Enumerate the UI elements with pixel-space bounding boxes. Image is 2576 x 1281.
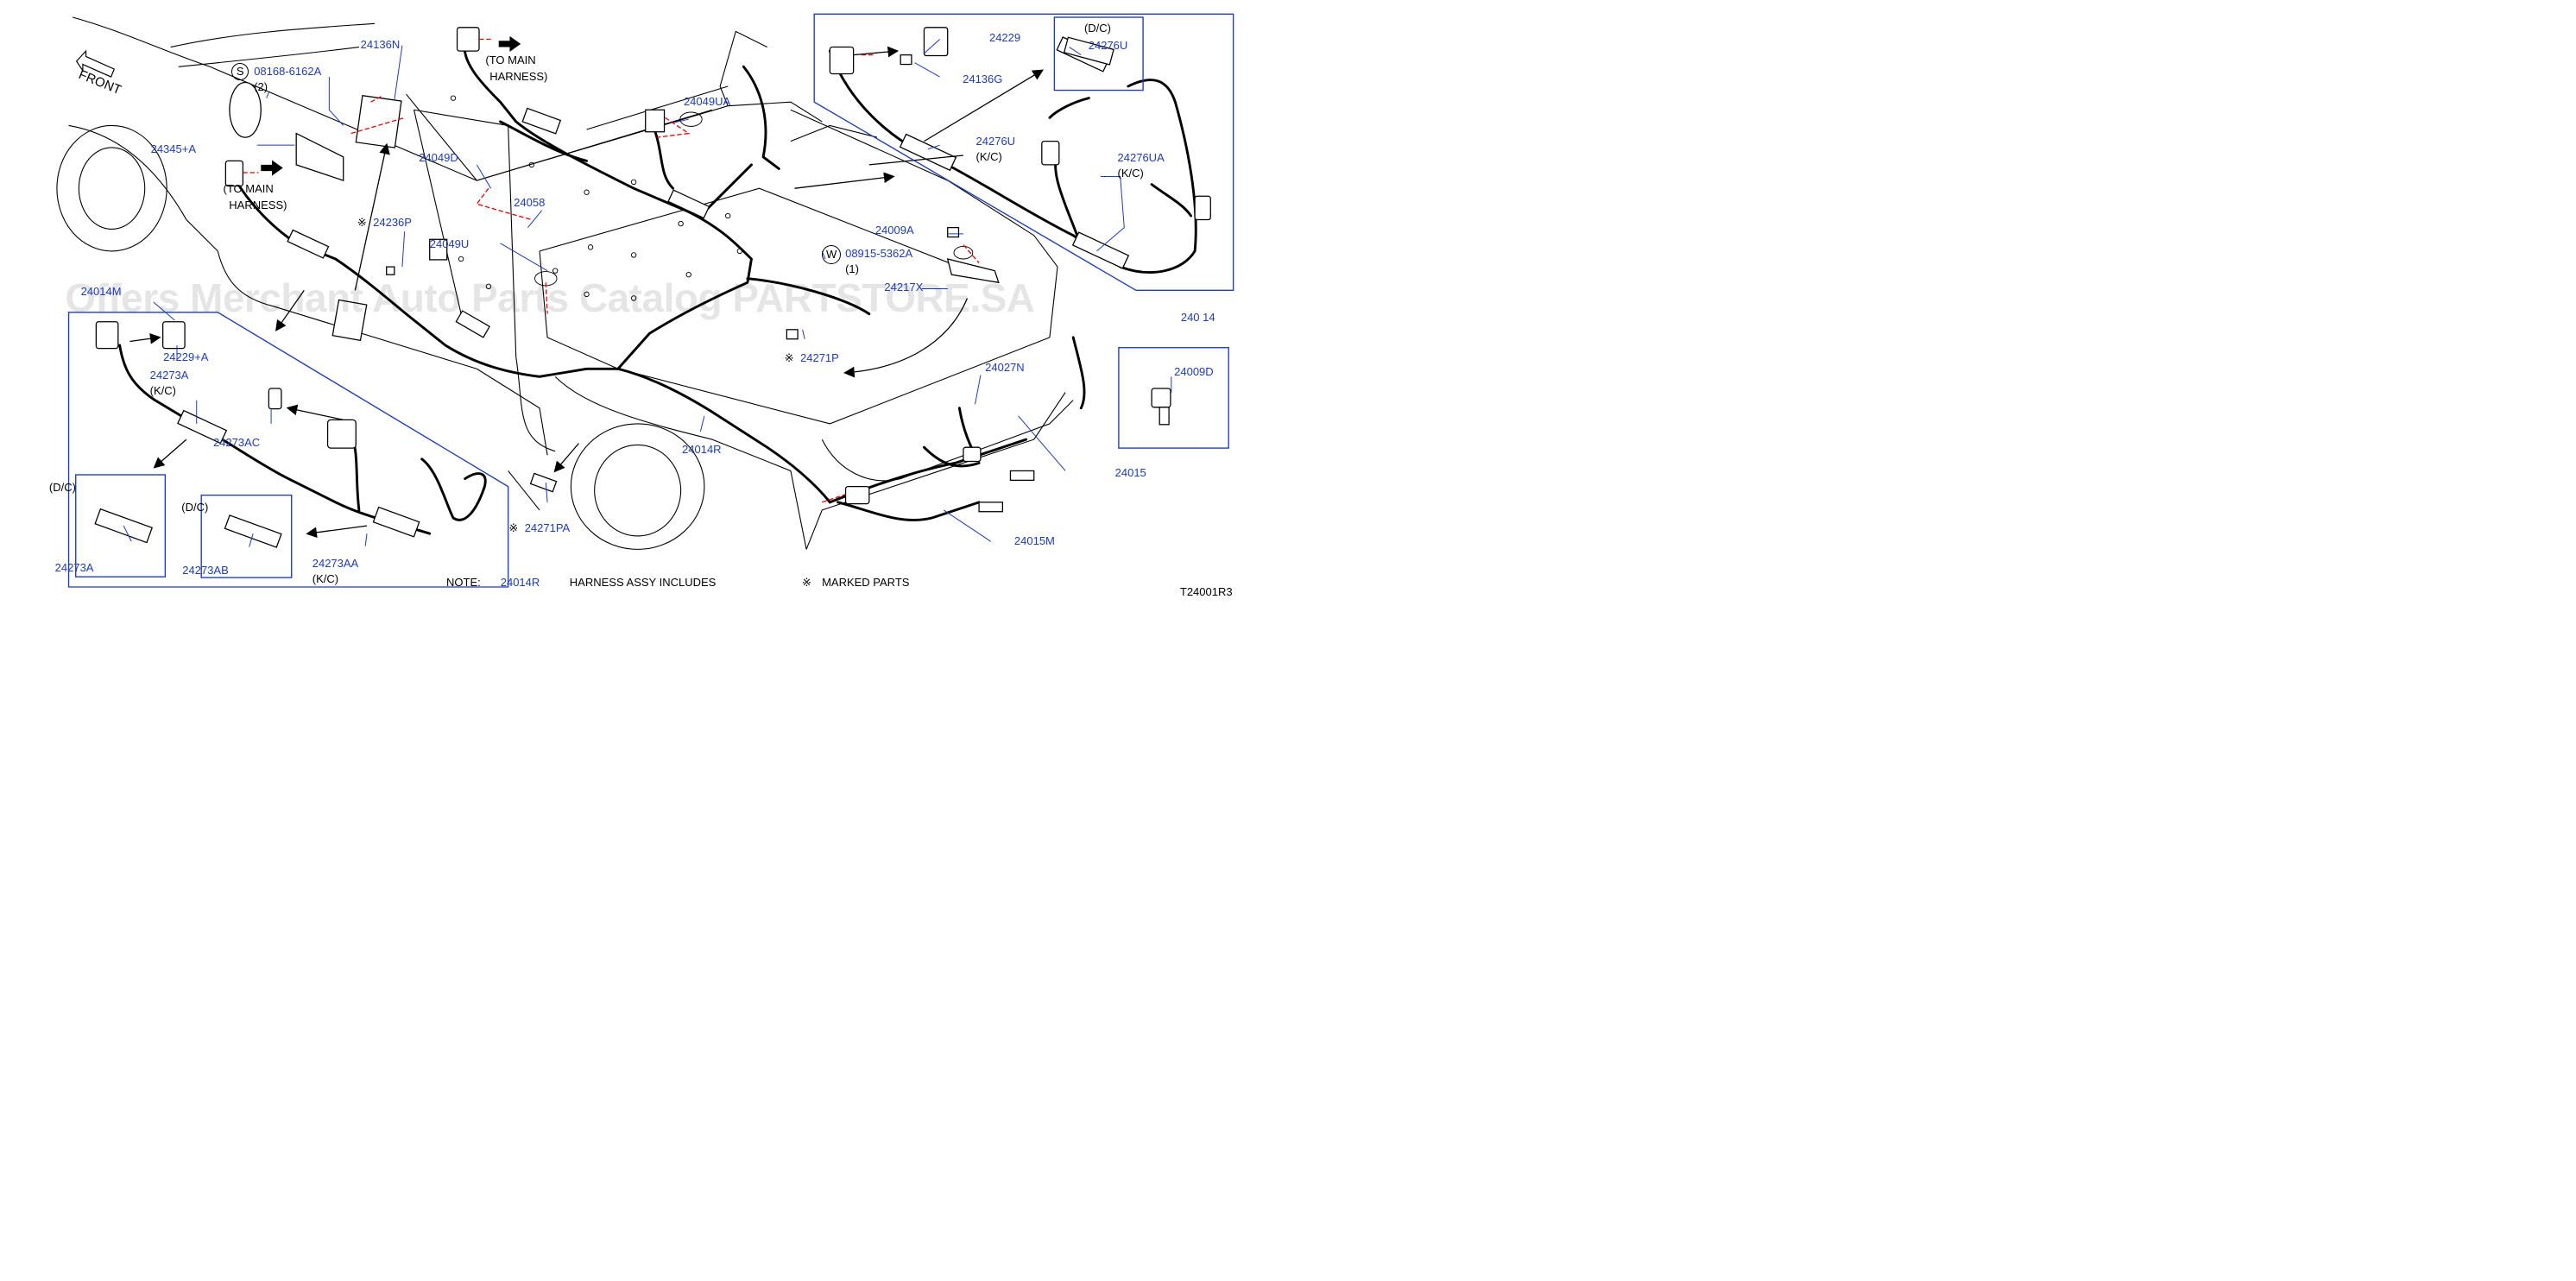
kc-24276UA: (K/C) [1117,166,1144,180]
label-24015M[interactable]: 24015M [1013,534,1055,548]
to-main-harness-left-line2: HARNESS) [229,199,287,211]
qty-08168: (2) [254,79,268,93]
label-24015[interactable]: 24015 [1114,466,1146,479]
diagram-code: T24001R3 [1179,585,1233,599]
dc-label-inset-middle: (D/C) [181,501,209,514]
marked-symbol-24271PA: ※ [508,521,519,534]
label-24229A[interactable]: 24229+A [163,350,209,364]
label-24136N[interactable]: 24136N [360,37,401,51]
label-24136G[interactable]: 24136G [963,72,1003,85]
marked-symbol-24271P: ※ [784,351,794,365]
label-inset-24273AB[interactable]: 24273AB [182,563,229,577]
note-text-marked-parts: MARKED PARTS [822,576,910,590]
kc-24273A: (K/C) [149,384,176,398]
front-arrow [75,49,116,78]
blue-leaders [123,39,1172,547]
label-24217X[interactable]: 24217X [884,281,924,294]
vehicle-outline [56,16,1074,550]
label-24273A[interactable]: 24273A [149,369,189,382]
to-main-harness-upper-line1: (TO MAIN [485,53,536,66]
label-24236P[interactable]: 24236P [373,216,412,229]
label-24229[interactable]: 24229 [988,31,1021,45]
label-24271PA[interactable]: 24271PA [524,521,571,534]
kc-24273AA: (K/C) [312,571,339,585]
dc-label-inset-right: (D/C) [1083,21,1111,35]
inset-frames [67,13,1234,588]
label-24049D[interactable]: 24049D [419,150,458,164]
label-24049U[interactable]: 24049U [429,237,470,250]
harness-diagram: Offers Merchant Auto Parts Catalog PARTS… [0,0,1295,604]
note-marked-symbol: ※ [801,576,811,590]
to-main-arrows [261,35,521,176]
red-leaders [243,38,980,503]
marked-symbol-24236P: ※ [357,216,367,229]
label-24027N[interactable]: 24027N [985,361,1025,375]
leader-arrows [129,46,1045,539]
label-24058[interactable]: 24058 [514,196,546,210]
label-inset-24273A[interactable]: 24273A [54,561,94,574]
label-24014-partial[interactable]: 240 14 [1180,311,1215,324]
fastener-s-symbol: S [231,62,249,80]
label-08915-5362A[interactable]: 08915-5362A [845,247,913,261]
qty-08915: (1) [845,262,859,275]
to-main-harness-upper-line2: HARNESS) [489,69,548,83]
label-24276U-dc[interactable]: 24276U [1088,39,1128,53]
note-text-includes: HARNESS ASSY INCLUDES [569,576,717,590]
label-24014M[interactable]: 24014M [80,285,122,298]
label-24276UA[interactable]: 24276UA [1117,151,1165,165]
kc-24276U: (K/C) [975,149,1002,163]
label-24009A[interactable]: 24009A [874,224,914,237]
to-main-harness-left-line1: (TO MAIN [223,181,274,195]
diagram-drawing [56,13,1234,588]
label-24273AA[interactable]: 24273AA [312,556,359,570]
fastener-w-symbol: W [822,244,842,264]
label-24273AC[interactable]: 24273AC [212,435,261,449]
label-08168-6162A[interactable]: 08168-6162A [254,64,322,78]
label-24009D[interactable]: 24009D [1174,364,1214,378]
note-part-24014R[interactable]: 24014R [500,576,540,590]
note-label: NOTE: [446,576,481,590]
label-24271P[interactable]: 24271P [800,351,839,365]
label-24345A[interactable]: 24345+A [150,142,197,155]
label-24014R[interactable]: 24014R [682,442,722,456]
label-24276U[interactable]: 24276U [975,135,1016,148]
connectors [94,27,1211,548]
dc-label-inset-left: (D/C) [48,481,76,495]
label-24049UA[interactable]: 24049UA [683,95,731,108]
